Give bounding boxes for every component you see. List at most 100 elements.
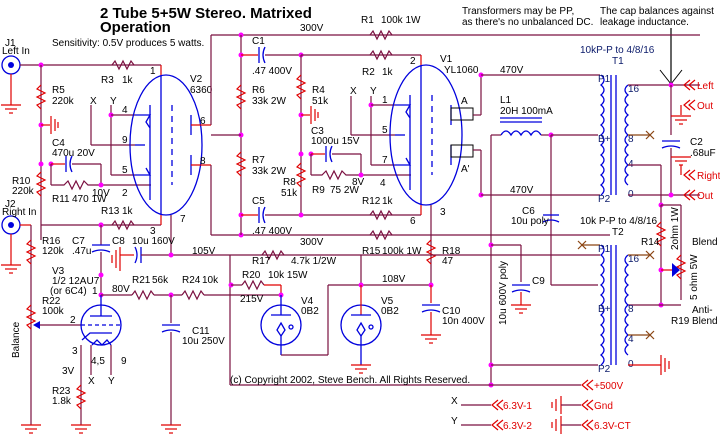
r17-ref: R17 — [252, 256, 271, 267]
c10-ref: C10 — [442, 306, 461, 317]
r2-value: 1k — [382, 67, 394, 78]
svg-text:P2: P2 — [598, 194, 611, 205]
svg-text:A: A — [461, 96, 468, 107]
r20-value: 10k 15W — [268, 270, 308, 281]
right-label: Right — [697, 171, 720, 182]
r13-value: 1k — [122, 206, 134, 217]
v3-label: 3V — [62, 366, 75, 377]
c6-ref: C6 — [522, 206, 535, 217]
c5-value: .47 400V — [252, 226, 292, 237]
r21-ref: R21 — [132, 275, 151, 286]
r15-value: 100k 1W — [382, 246, 422, 257]
arrow-icon — [659, 28, 683, 85]
svg-text:P2: P2 — [598, 364, 611, 375]
t2-transformer — [599, 244, 630, 366]
c4-value: 470u 20V — [52, 148, 95, 159]
t1-value: 10kP-P to 4/8/16 — [580, 45, 655, 56]
r18-ref: R18 — [442, 246, 461, 257]
c2-ref: C2 — [690, 137, 703, 148]
sensitivity-note: Sensitivity: 0.5V produces 5 watts. — [52, 38, 204, 49]
anti-blend-label-2: Blend — [692, 316, 718, 327]
c11-ref: C11 — [192, 326, 210, 337]
j1-connector[interactable] — [1, 55, 21, 75]
v2-value: 6360 — [190, 85, 213, 96]
t2-ref: T2 — [612, 227, 624, 238]
r11-ref: R11 — [52, 194, 70, 205]
svg-text:1: 1 — [382, 95, 388, 106]
svg-text:3: 3 — [440, 207, 446, 218]
l1-ref: L1 — [500, 95, 512, 106]
r19-wiper-icon[interactable] — [672, 263, 680, 277]
r19-ref: R19 — [671, 316, 690, 327]
svg-text:4,5: 4,5 — [91, 356, 105, 367]
j1-label: Left In — [2, 46, 30, 57]
r14-value: 2ohm 1W — [670, 207, 681, 250]
v215-label: 215V — [240, 294, 264, 305]
c3-value: 1000u 15V — [311, 136, 360, 147]
c8-ref: C8 — [112, 236, 125, 247]
cap-note-2: leakage inductance. — [600, 17, 689, 28]
svg-text:A': A' — [461, 164, 470, 175]
r5-ref: R5 — [52, 85, 65, 96]
svg-text:4: 4 — [628, 334, 634, 345]
r10-value: 220k — [12, 186, 35, 197]
r21-value: 56k — [152, 275, 169, 286]
no-connect-icon — [645, 130, 655, 140]
c4-ref: C4 — [52, 138, 65, 149]
svg-text:X: X — [350, 86, 357, 97]
v3-value: 1/2 12AU7 — [52, 276, 100, 287]
right-output-arrow-icon — [683, 169, 696, 181]
l1-value: 20H 100mA — [500, 106, 553, 117]
svg-text:P1: P1 — [598, 74, 611, 85]
svg-text:3: 3 — [150, 226, 156, 237]
c1-ref: C1 — [252, 36, 265, 47]
r11-value: 470 1W — [72, 194, 107, 205]
r8-value: 51k — [281, 188, 298, 199]
v3-alt: (or 6C4) — [50, 286, 87, 297]
supply-gnd: Gnd — [594, 401, 613, 412]
bplus-label: +500V — [594, 381, 624, 392]
left-label: Left — [697, 81, 714, 92]
r16-ref: R16 — [42, 236, 61, 247]
r15-ref: R15 — [362, 246, 381, 257]
svg-text:2: 2 — [70, 315, 76, 326]
svg-text:2: 2 — [122, 188, 128, 199]
left-out-label: Out — [697, 101, 713, 112]
r3-value: 1k — [122, 75, 134, 86]
j1-ref: J1 — [5, 38, 16, 49]
svg-text:B+: B+ — [598, 304, 611, 315]
r7-value: 33k 2W — [252, 166, 286, 177]
r17-value: 4.7k 1/2W — [291, 256, 337, 267]
r2-ref: R2 — [362, 67, 375, 78]
r1-ref: R1 — [361, 15, 374, 26]
j2-connector[interactable] — [1, 215, 21, 235]
r6-value: 33k 2W — [252, 96, 286, 107]
ground-icon — [551, 396, 562, 434]
svg-text:8: 8 — [628, 134, 634, 145]
svg-text:5: 5 — [382, 125, 388, 136]
r1-value: 100k 1W — [381, 15, 421, 26]
v2-tube — [129, 74, 203, 216]
transformer-note-1: Transformers may be PP, — [462, 6, 574, 17]
r22-wiper-icon[interactable] — [33, 321, 40, 329]
r23-ref: R23 — [52, 386, 71, 397]
svg-text:3: 3 — [72, 346, 78, 357]
svg-text:9: 9 — [121, 356, 127, 367]
j2-label: Right In — [2, 207, 36, 218]
v470-bottom: 470V — [510, 185, 534, 196]
r3-ref: R3 — [101, 75, 114, 86]
svg-text:16: 16 — [628, 254, 640, 265]
title-line1: 2 Tube 5+5W Stereo. Matrixed — [100, 5, 312, 22]
h1-arrow-icon — [491, 399, 504, 411]
c8-value: 10u 160V — [132, 236, 175, 247]
v105-label: 105V — [192, 246, 216, 257]
right-out-label: Out — [697, 191, 713, 202]
r13-ref: R13 — [101, 206, 120, 217]
blend-label: Blend — [692, 237, 718, 248]
svg-text:2: 2 — [410, 56, 416, 67]
v300-bottom: 300V — [300, 237, 324, 248]
r9-value: 75 2W — [330, 185, 359, 196]
svg-text:6: 6 — [410, 216, 416, 227]
v300-top: 300V — [300, 23, 324, 34]
r5-value: 220k — [52, 96, 75, 107]
